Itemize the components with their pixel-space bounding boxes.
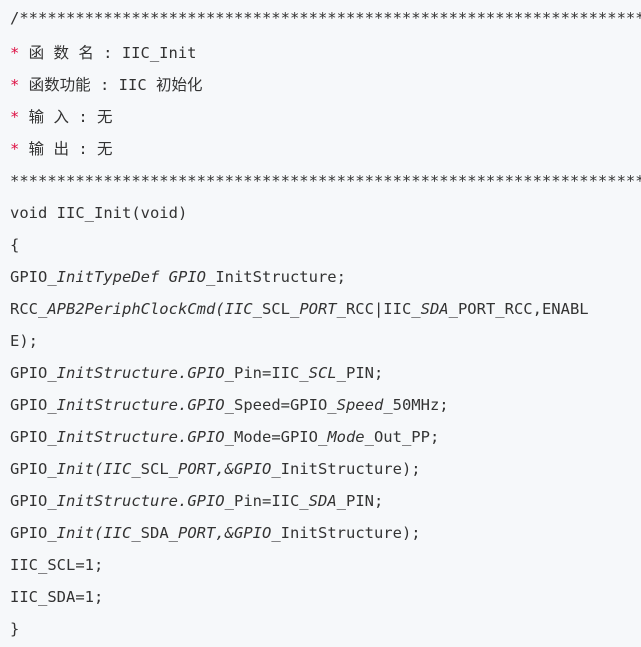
code-text: _Mode=GPIO_ [224, 428, 328, 446]
code-text-italic: Mode [327, 428, 365, 446]
code-text: 输 入 : 无 [28, 108, 113, 126]
code-line: RCC_APB2PeriphClockCmd(IIC_SCL_PORT_RCC|… [10, 297, 641, 321]
code-line: * 函数功能 : IIC 初始化 [10, 73, 641, 97]
code-text: GPIO_ [10, 524, 57, 542]
code-line: GPIO_InitStructure.GPIO_Pin=IIC_SCL_PIN; [10, 361, 641, 385]
code-line: GPIO_InitStructure.GPIO_Pin=IIC_SDA_PIN; [10, 489, 641, 513]
comment-star: * [10, 140, 29, 158]
code-text: 输 出 : 无 [28, 140, 113, 158]
code-line: /***************************************… [10, 6, 641, 30]
comment-star: * [10, 108, 29, 126]
code-text: 函数功能 : IIC 初始化 [28, 76, 203, 94]
code-line: GPIO_InitStructure.GPIO_Mode=GPIO_Mode_O… [10, 425, 641, 449]
code-line: GPIO_Init(IIC_SDA_PORT,&GPIO_InitStructu… [10, 521, 641, 545]
code-text: RCC_ [10, 300, 48, 318]
code-text-italic: InitStructure.GPIO [56, 364, 225, 382]
code-text: GPIO_ [10, 428, 57, 446]
code-text: _Pin=IIC_ [224, 364, 309, 382]
code-line: * 函 数 名 : IIC_Init [10, 41, 641, 65]
code-text: _InitStructure); [271, 524, 421, 542]
code-text: _SCL_ [131, 460, 178, 478]
code-text: _SCL_ [252, 300, 300, 318]
comment-star: * [10, 76, 29, 94]
code-text: _50MHz; [383, 396, 449, 414]
code-line: E); [10, 329, 641, 353]
code-text-italic: Init(IIC [56, 524, 132, 542]
code-line: } [10, 617, 641, 641]
code-text-italic: SCL [308, 364, 337, 382]
code-text-italic: SDA [420, 300, 449, 318]
code-text: GPIO_ [10, 492, 57, 510]
code-text: _Out_PP; [364, 428, 440, 446]
code-line: ****************************************… [10, 169, 641, 193]
code-text: GPIO_ [10, 396, 57, 414]
code-line: * 输 出 : 无 [10, 137, 641, 161]
code-text: E); [10, 332, 38, 350]
code-text-italic: APB2PeriphClockCmd(IIC [47, 300, 253, 318]
code-text-italic: InitStructure.GPIO [56, 428, 225, 446]
code-text-italic: PORT,&GPIO [178, 460, 272, 478]
code-text: _PORT_RCC,ENABL [448, 300, 589, 318]
code-text-italic: InitTypeDef GPIO [56, 268, 206, 286]
code-line: GPIO_InitStructure.GPIO_Speed=GPIO_Speed… [10, 393, 641, 417]
code-text: _PIN; [336, 364, 384, 382]
code-text: _Speed=GPIO_ [224, 396, 337, 414]
code-text: _PIN; [336, 492, 384, 510]
code-text-italic: InitStructure.GPIO [56, 396, 225, 414]
code-text: _InitStructure; [205, 268, 346, 286]
code-text-italic: SDA [308, 492, 337, 510]
code-text: /***************************************… [10, 9, 641, 27]
code-line: void IIC_Init(void) [10, 201, 641, 225]
code-text-italic: Speed [336, 396, 384, 414]
code-line: GPIO_Init(IIC_SCL_PORT,&GPIO_InitStructu… [10, 457, 641, 481]
code-text: _SDA_ [131, 524, 178, 542]
code-text: ****************************************… [10, 172, 641, 190]
code-line: GPIO_InitTypeDef GPIO_InitStructure; [10, 265, 641, 289]
code-text: GPIO_ [10, 364, 57, 382]
code-text-italic: InitStructure.GPIO [56, 492, 225, 510]
code-line: IIC_SDA=1; [10, 585, 641, 609]
comment-star: * [10, 44, 29, 62]
code-line: * 输 入 : 无 [10, 105, 641, 129]
code-text: GPIO_ [10, 268, 57, 286]
code-text: _Pin=IIC_ [224, 492, 309, 510]
code-text: void IIC_Init(void) [10, 204, 188, 222]
code-text: IIC_SCL=1; [10, 556, 104, 574]
code-text: _RCC|IIC_ [336, 300, 421, 318]
code-text-italic: PORT,&GPIO [178, 524, 272, 542]
code-line: { [10, 233, 641, 257]
code-line: IIC_SCL=1; [10, 553, 641, 577]
code-text-italic: Init(IIC [56, 460, 132, 478]
code-text: } [10, 620, 20, 638]
code-text: { [10, 236, 20, 254]
code-text: GPIO_ [10, 460, 57, 478]
code-text-italic: PORT [299, 300, 337, 318]
code-text: 函 数 名 : IIC_Init [28, 44, 197, 62]
code-text: _InitStructure); [271, 460, 421, 478]
code-text: IIC_SDA=1; [10, 588, 104, 606]
